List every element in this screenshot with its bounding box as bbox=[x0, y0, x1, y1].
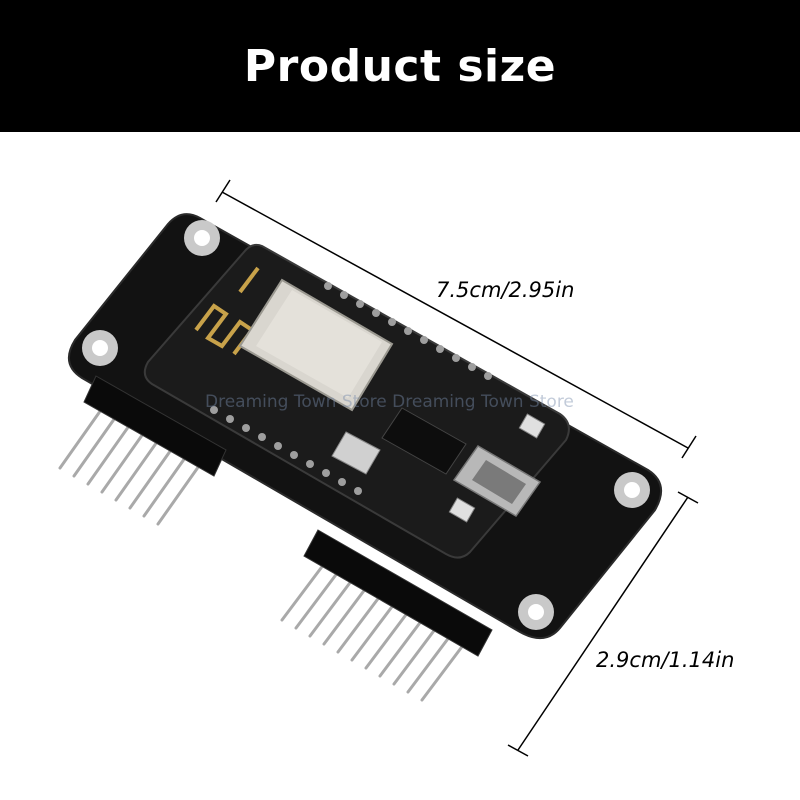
width-label: 2.9cm/1.14in bbox=[596, 648, 735, 672]
page-title: Product size bbox=[243, 40, 557, 92]
left-header-housing bbox=[83, 375, 227, 477]
boot-button bbox=[518, 413, 546, 439]
reset-button bbox=[448, 497, 476, 523]
usb-serial-chip bbox=[381, 407, 467, 475]
header-banner: Product size bbox=[0, 0, 800, 132]
mounting-holes bbox=[82, 220, 650, 630]
dev-board-pin-row-top bbox=[324, 282, 492, 380]
wifi-module-shield bbox=[238, 278, 394, 412]
usb-c-connector bbox=[452, 445, 542, 517]
length-dimension-line bbox=[215, 179, 697, 459]
regulator-chip bbox=[331, 431, 381, 475]
right-header-housing bbox=[303, 529, 493, 657]
width-dimension-line bbox=[507, 491, 699, 757]
dev-board-pin-row-bottom bbox=[210, 406, 362, 495]
length-label: 7.5cm/2.95in bbox=[436, 278, 575, 302]
store-watermark: Dreaming Town Store Dreaming Town Store bbox=[205, 392, 574, 412]
